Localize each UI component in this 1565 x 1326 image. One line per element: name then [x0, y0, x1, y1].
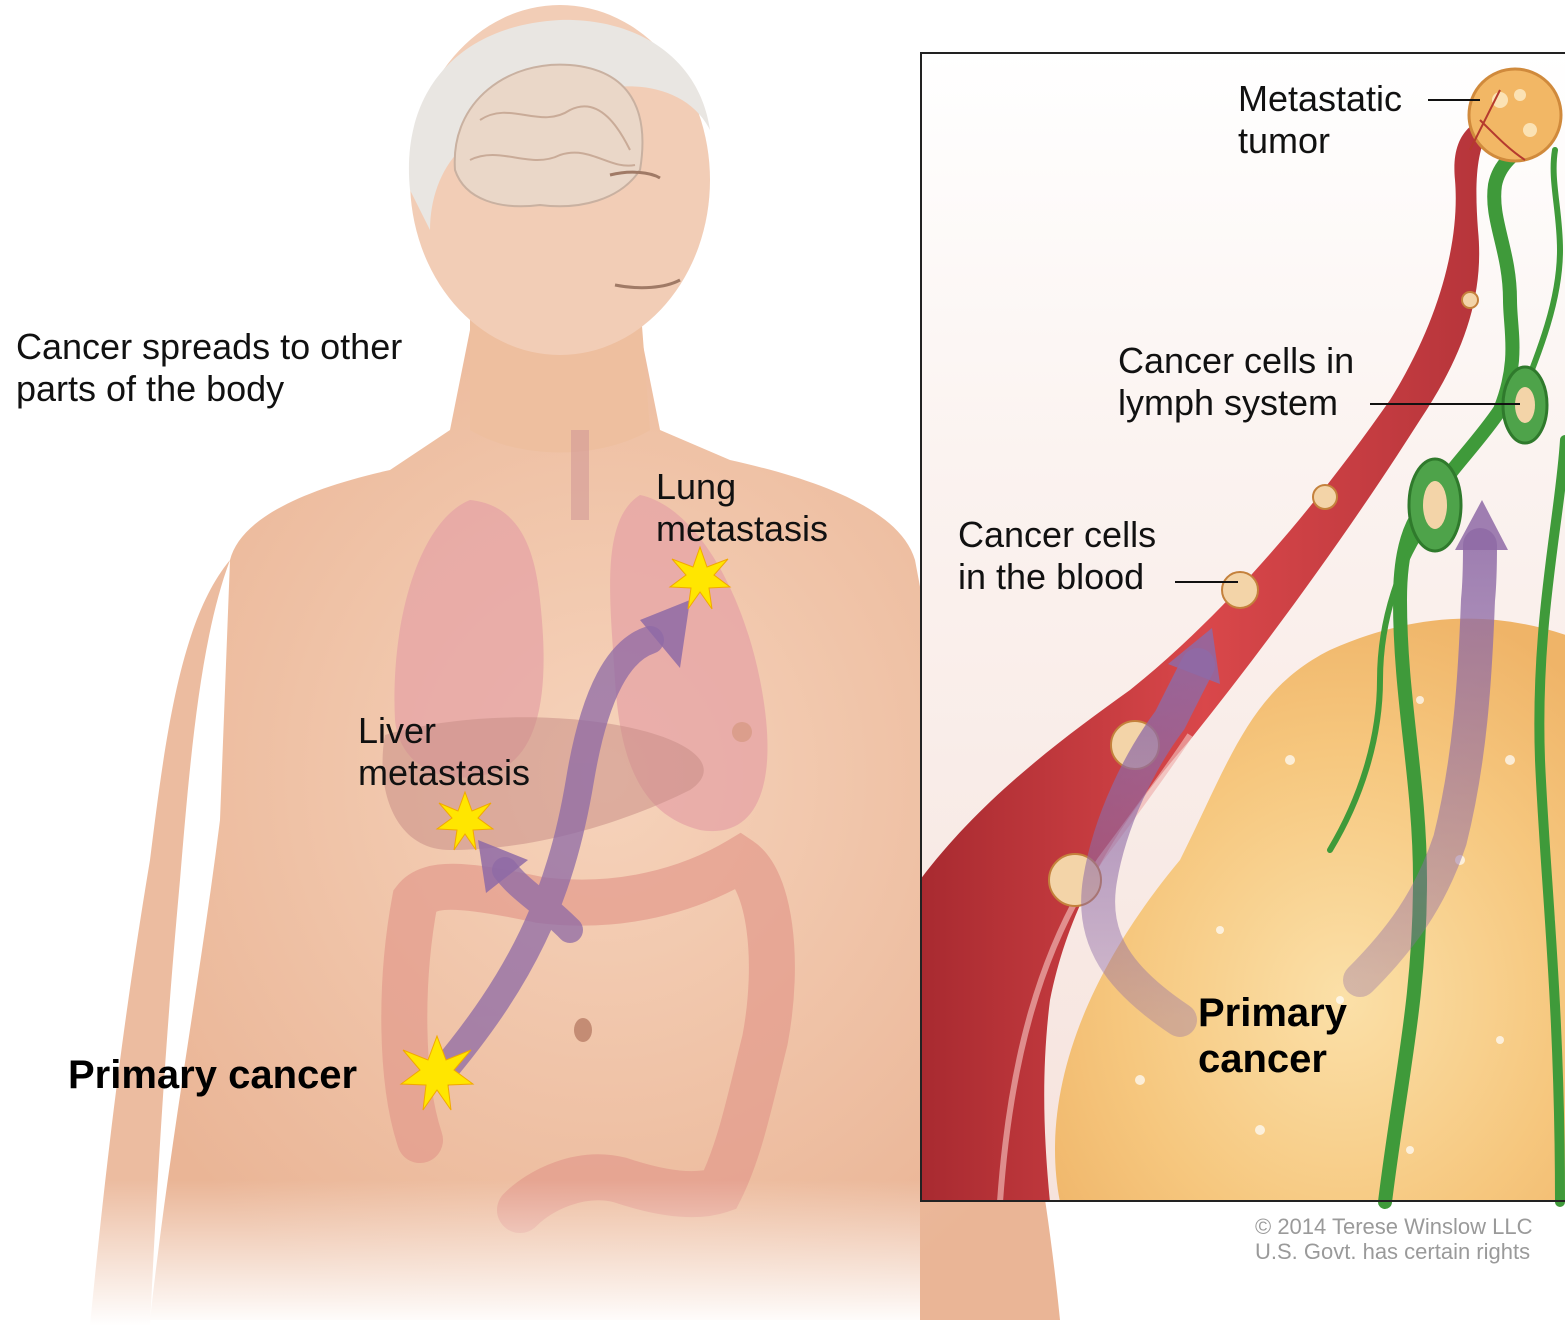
human-figure: [90, 5, 1060, 1326]
metastatic-tumor-label: Metastatic tumor: [1238, 78, 1402, 162]
lymph-system-label: Cancer cells in lymph system: [1118, 340, 1354, 424]
figure-title: Cancer spreads to other parts of the bod…: [16, 326, 402, 410]
lung-metastasis-label: Lung metastasis: [656, 466, 828, 550]
liver-metastasis-label: Liver metastasis: [358, 710, 530, 794]
inset-primary-cancer-label: Primary cancer: [1198, 990, 1347, 1082]
metastatic-tumor: [1469, 69, 1561, 161]
blood-cells-label: Cancer cells in the blood: [958, 514, 1156, 598]
primary-cancer-label: Primary cancer: [68, 1052, 357, 1098]
copyright-notice: © 2014 Terese Winslow LLC U.S. Govt. has…: [1255, 1214, 1533, 1264]
